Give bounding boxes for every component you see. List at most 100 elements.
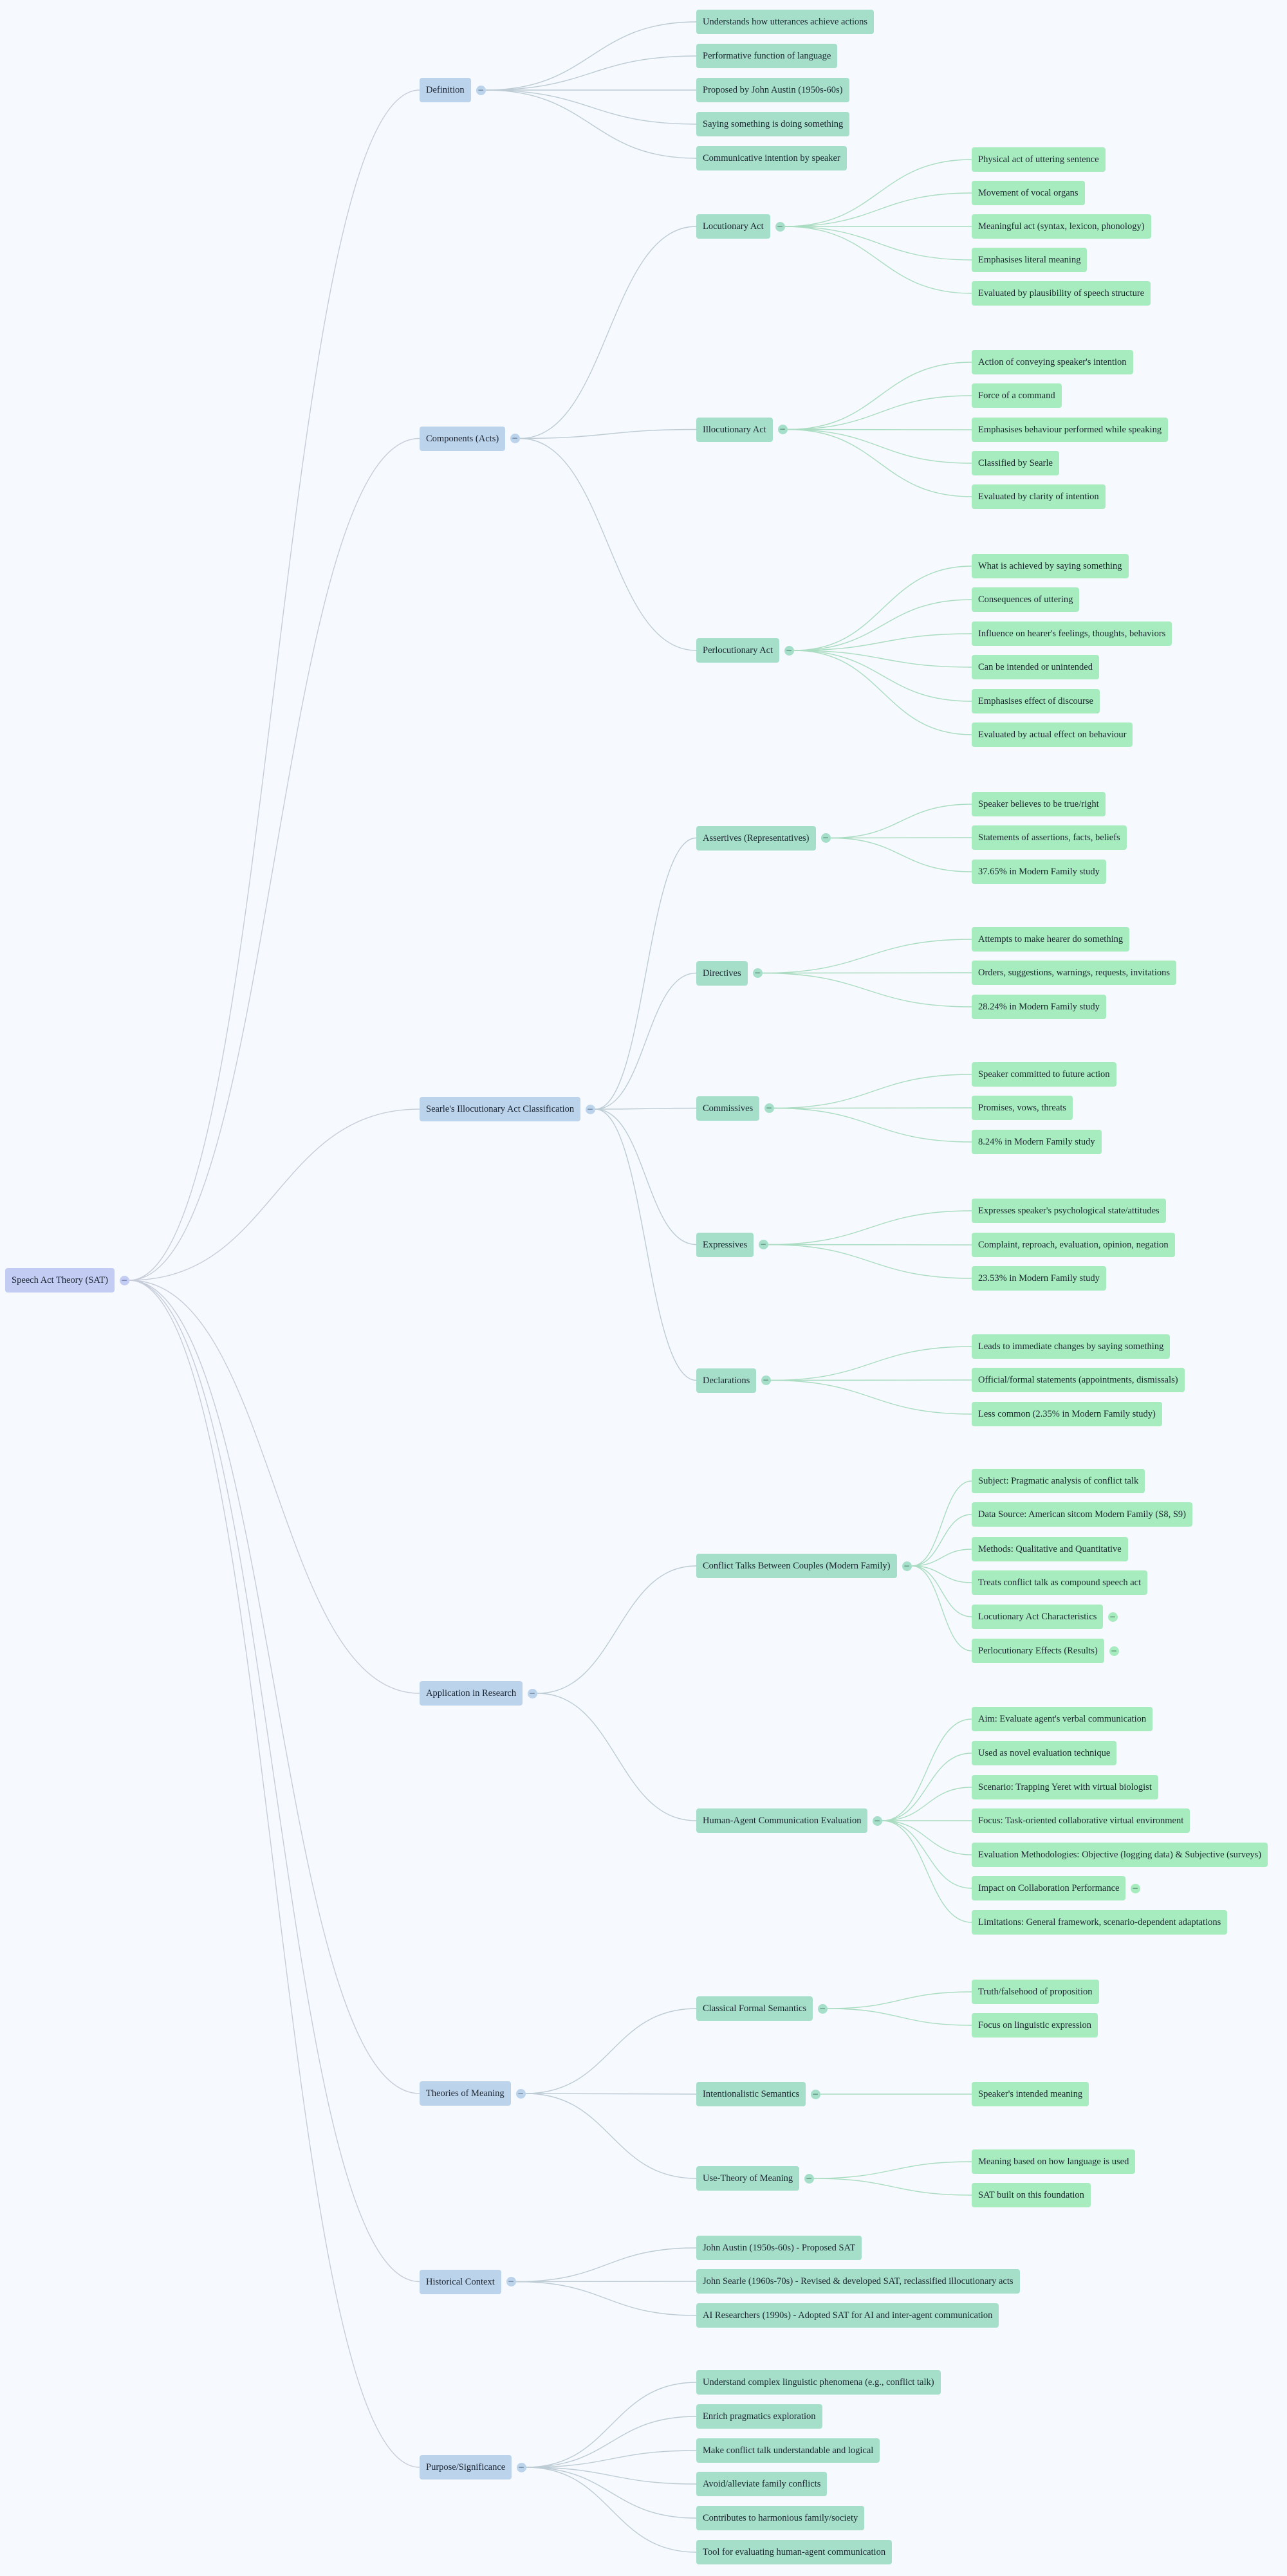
collapse-toggle-icon[interactable]: − — [510, 434, 520, 443]
collapse-toggle-icon[interactable]: − — [784, 645, 794, 656]
node-historical-context[interactable]: Historical Context — [420, 2269, 501, 2294]
node-less-common-2-35-in-modern-family-study[interactable]: Less common (2.35% in Modern Family stud… — [972, 1402, 1162, 1426]
collapse-toggle-icon[interactable]: − — [1130, 1883, 1140, 1893]
node-performative-function-of-language[interactable]: Performative function of language — [696, 44, 838, 68]
node-consequences-of-uttering[interactable]: Consequences of uttering — [972, 587, 1080, 612]
collapse-toggle-icon[interactable]: − — [515, 2088, 526, 2099]
node-scenario-trapping-yeret-with-virtual-bio[interactable]: Scenario: Trapping Yeret with virtual bi… — [972, 1775, 1158, 1799]
collapse-toggle-icon[interactable]: − — [1107, 1612, 1118, 1622]
collapse-toggle-icon[interactable]: − — [817, 2003, 828, 2014]
collapse-toggle-icon[interactable]: − — [527, 1688, 537, 1698]
node-components-acts[interactable]: Components (Acts) — [420, 426, 506, 451]
node-what-is-achieved-by-saying-something[interactable]: What is achieved by saying something — [972, 554, 1129, 578]
node-locutionary-act-characteristics[interactable]: Locutionary Act Characteristics — [972, 1605, 1104, 1629]
node-leads-to-immediate-changes-by-saying-som[interactable]: Leads to immediate changes by saying som… — [972, 1334, 1171, 1359]
collapse-toggle-icon[interactable]: − — [476, 85, 486, 95]
collapse-toggle-icon[interactable]: − — [516, 2462, 526, 2472]
node-assertives-representatives[interactable]: Assertives (Representatives) — [696, 825, 816, 851]
node-used-as-novel-evaluation-technique[interactable]: Used as novel evaluation technique — [972, 1741, 1117, 1765]
node-make-conflict-talk-understandable-and-lo[interactable]: Make conflict talk understandable and lo… — [696, 2438, 880, 2463]
node-theories-of-meaning[interactable]: Theories of Meaning — [420, 2081, 511, 2106]
collapse-toggle-icon[interactable]: − — [1109, 1646, 1119, 1656]
node-speaker-believes-to-be-true-right[interactable]: Speaker believes to be true/right — [972, 792, 1106, 816]
collapse-toggle-icon[interactable]: − — [902, 1561, 912, 1571]
node-searle-s-illocutionary-act-classificatio[interactable]: Searle's Illocutionary Act Classificatio… — [420, 1097, 581, 1121]
collapse-toggle-icon[interactable]: − — [761, 1375, 771, 1385]
collapse-toggle-icon[interactable]: − — [585, 1104, 595, 1114]
collapse-toggle-icon[interactable]: − — [119, 1275, 129, 1285]
node-proposed-by-john-austin-1950s-60s[interactable]: Proposed by John Austin (1950s-60s) — [696, 78, 849, 102]
node-28-24-in-modern-family-study[interactable]: 28.24% in Modern Family study — [972, 995, 1106, 1019]
node-influence-on-hearer-s-feelings-thoughts-[interactable]: Influence on hearer's feelings, thoughts… — [972, 621, 1172, 646]
node-orders-suggestions-warnings-requests-inv[interactable]: Orders, suggestions, warnings, requests,… — [972, 961, 1177, 985]
node-declarations[interactable]: Declarations — [696, 1368, 757, 1393]
node-meaningful-act-syntax-lexicon-phonology[interactable]: Meaningful act (syntax, lexicon, phonolo… — [972, 214, 1151, 239]
node-locutionary-act[interactable]: Locutionary Act — [696, 214, 770, 239]
node-complaint-reproach-evaluation-opinion-ne[interactable]: Complaint, reproach, evaluation, opinion… — [972, 1233, 1175, 1257]
node-use-theory-of-meaning[interactable]: Use-Theory of Meaning — [696, 2166, 800, 2191]
node-enrich-pragmatics-exploration[interactable]: Enrich pragmatics exploration — [696, 2404, 822, 2429]
node-truth-falsehood-of-proposition[interactable]: Truth/falsehood of proposition — [972, 1980, 1099, 2004]
node-saying-something-is-doing-something[interactable]: Saying something is doing something — [696, 112, 850, 136]
node-promises-vows-threats[interactable]: Promises, vows, threats — [972, 1096, 1073, 1120]
node-official-formal-statements-appointments-[interactable]: Official/formal statements (appointments… — [972, 1368, 1185, 1392]
node-subject-pragmatic-analysis-of-conflict-t[interactable]: Subject: Pragmatic analysis of conflict … — [972, 1469, 1145, 1493]
node-evaluated-by-plausibility-of-speech-stru[interactable]: Evaluated by plausibility of speech stru… — [972, 281, 1151, 306]
node-expressives[interactable]: Expressives — [696, 1232, 754, 1257]
collapse-toggle-icon[interactable]: − — [764, 1103, 774, 1113]
node-speaker-committed-to-future-action[interactable]: Speaker committed to future action — [972, 1062, 1116, 1087]
node-data-source-american-sitcom-modern-famil[interactable]: Data Source: American sitcom Modern Fami… — [972, 1502, 1192, 1527]
node-definition[interactable]: Definition — [420, 78, 471, 102]
node-impact-on-collaboration-performance[interactable]: Impact on Collaboration Performance — [972, 1876, 1126, 1900]
node-application-in-research[interactable]: Application in Research — [420, 1681, 523, 1706]
node-conflict-talks-between-couples-modern-fa[interactable]: Conflict Talks Between Couples (Modern F… — [696, 1554, 897, 1578]
node-sat-built-on-this-foundation[interactable]: SAT built on this foundation — [972, 2183, 1091, 2207]
collapse-toggle-icon[interactable]: − — [810, 2089, 820, 2099]
node-aim-evaluate-agent-s-verbal-communicatio[interactable]: Aim: Evaluate agent's verbal communicati… — [972, 1707, 1153, 1731]
node-classical-formal-semantics[interactable]: Classical Formal Semantics — [696, 1996, 813, 2021]
node-force-of-a-command[interactable]: Force of a command — [972, 383, 1062, 408]
root-node[interactable]: Speech Act Theory (SAT) — [5, 1268, 115, 1293]
node-tool-for-evaluating-human-agent-communic[interactable]: Tool for evaluating human-agent communic… — [696, 2540, 893, 2564]
collapse-toggle-icon[interactable]: − — [777, 425, 788, 434]
node-evaluated-by-clarity-of-intention[interactable]: Evaluated by clarity of intention — [972, 484, 1106, 509]
node-attempts-to-make-hearer-do-something[interactable]: Attempts to make hearer do something — [972, 927, 1130, 952]
node-purpose-significance[interactable]: Purpose/Significance — [420, 2455, 512, 2479]
node-perlocutionary-act[interactable]: Perlocutionary Act — [696, 638, 780, 663]
node-ai-researchers-1990s-adopted-sat-for-ai-[interactable]: AI Researchers (1990s) - Adopted SAT for… — [696, 2303, 999, 2328]
node-understand-complex-linguistic-phenomena-[interactable]: Understand complex linguistic phenomena … — [696, 2370, 941, 2395]
collapse-toggle-icon[interactable]: − — [820, 833, 831, 843]
node-emphasises-effect-of-discourse[interactable]: Emphasises effect of discourse — [972, 689, 1100, 713]
node-perlocutionary-effects-results[interactable]: Perlocutionary Effects (Results) — [972, 1639, 1104, 1663]
node-expresses-speaker-s-psychological-state-[interactable]: Expresses speaker's psychological state/… — [972, 1199, 1166, 1223]
node-avoid-alleviate-family-conflicts[interactable]: Avoid/alleviate family conflicts — [696, 2472, 828, 2496]
node-methods-qualitative-and-quantitative[interactable]: Methods: Qualitative and Quantitative — [972, 1537, 1128, 1561]
collapse-toggle-icon[interactable]: − — [872, 1816, 882, 1826]
node-illocutionary-act[interactable]: Illocutionary Act — [696, 417, 773, 442]
collapse-toggle-icon[interactable]: − — [758, 1240, 768, 1249]
node-37-65-in-modern-family-study[interactable]: 37.65% in Modern Family study — [972, 860, 1106, 884]
node-treats-conflict-talk-as-compound-speech-[interactable]: Treats conflict talk as compound speech … — [972, 1570, 1148, 1595]
node-focus-on-linguistic-expression[interactable]: Focus on linguistic expression — [972, 2013, 1098, 2038]
node-8-24-in-modern-family-study[interactable]: 8.24% in Modern Family study — [972, 1130, 1102, 1154]
node-evaluated-by-actual-effect-on-behaviour[interactable]: Evaluated by actual effect on behaviour — [972, 722, 1133, 747]
collapse-toggle-icon[interactable]: − — [804, 2173, 814, 2184]
node-human-agent-communication-evaluation[interactable]: Human-Agent Communication Evaluation — [696, 1808, 868, 1833]
node-action-of-conveying-speaker-s-intention[interactable]: Action of conveying speaker's intention — [972, 350, 1133, 374]
node-emphasises-literal-meaning[interactable]: Emphasises literal meaning — [972, 248, 1088, 272]
node-contributes-to-harmonious-family-society[interactable]: Contributes to harmonious family/society — [696, 2506, 865, 2530]
node-communicative-intention-by-speaker[interactable]: Communicative intention by speaker — [696, 146, 847, 170]
node-meaning-based-on-how-language-is-used[interactable]: Meaning based on how language is used — [972, 2149, 1136, 2174]
node-focus-task-oriented-collaborative-virtua[interactable]: Focus: Task-oriented collaborative virtu… — [972, 1808, 1190, 1833]
node-can-be-intended-or-unintended[interactable]: Can be intended or unintended — [972, 655, 1099, 679]
node-emphasises-behaviour-performed-while-spe[interactable]: Emphasises behaviour performed while spe… — [972, 418, 1169, 442]
collapse-toggle-icon[interactable]: − — [506, 2277, 516, 2286]
node-john-austin-1950s-60s-proposed-sat[interactable]: John Austin (1950s-60s) - Proposed SAT — [696, 2236, 862, 2260]
node-commissives[interactable]: Commissives — [696, 1096, 760, 1121]
node-23-53-in-modern-family-study[interactable]: 23.53% in Modern Family study — [972, 1266, 1106, 1291]
node-understands-how-utterances-achieve-actio[interactable]: Understands how utterances achieve actio… — [696, 10, 875, 34]
node-statements-of-assertions-facts-beliefs[interactable]: Statements of assertions, facts, beliefs — [972, 825, 1127, 850]
node-john-searle-1960s-70s-revised-developed-[interactable]: John Searle (1960s-70s) - Revised & deve… — [696, 2269, 1020, 2294]
node-intentionalistic-semantics[interactable]: Intentionalistic Semantics — [696, 2082, 806, 2106]
node-physical-act-of-uttering-sentence[interactable]: Physical act of uttering sentence — [972, 147, 1106, 172]
